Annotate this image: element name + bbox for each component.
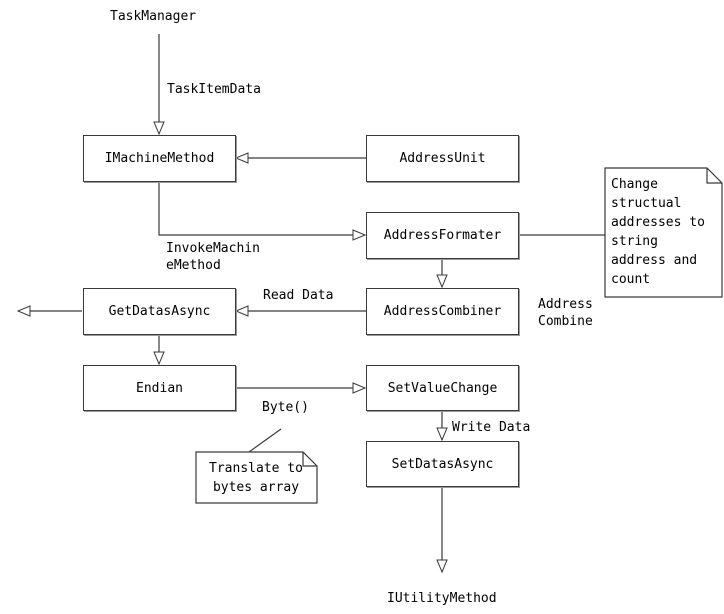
node-imachinemethod[interactable]: IMachineMethod xyxy=(83,135,236,182)
note-address-text: Change structual addresses to string add… xyxy=(611,177,705,287)
node-endian[interactable]: Endian xyxy=(83,365,236,411)
edge-imachinemethod-to-addressformater xyxy=(158,182,365,235)
edge-label-taskitemdata: TaskItemData xyxy=(167,82,261,97)
edge-label-invokemachinemethod: InvokeMachin eMethod xyxy=(166,241,260,273)
edge-label-byte: Byte() xyxy=(262,400,309,415)
endpoint-iutilitymethod-label: IUtilityMethod xyxy=(387,591,497,606)
node-setvaluechange[interactable]: SetValueChange xyxy=(366,365,519,411)
node-endian-label: Endian xyxy=(136,380,183,396)
note-bytes-leader-line xyxy=(248,428,282,453)
endpoint-taskmanager-label: TaskManager xyxy=(110,9,197,24)
node-getdatasasync-label: GetDatasAsync xyxy=(108,304,211,319)
node-addressformater[interactable]: AddressFormater xyxy=(366,212,519,259)
edge-label-readdata: Read Data xyxy=(263,288,334,303)
edge-label-addresscombine: Address Combine xyxy=(538,297,593,329)
node-imachinemethod-label: IMachineMethod xyxy=(104,151,215,166)
node-addresscombiner-label: AddressCombiner xyxy=(383,304,502,319)
edge-label-writedata: Write Data xyxy=(452,420,531,435)
node-addressunit-label: AddressUnit xyxy=(399,151,486,166)
node-getdatasasync[interactable]: GetDatasAsync xyxy=(83,288,236,335)
node-setdatasasync[interactable]: SetDatasAsync xyxy=(366,441,519,487)
node-addressformater-label: AddressFormater xyxy=(383,228,502,243)
node-addressunit[interactable]: AddressUnit xyxy=(366,135,519,182)
note-bytes-shape xyxy=(195,451,318,504)
node-addresscombiner[interactable]: AddressCombiner xyxy=(366,288,519,335)
note-bytes-text: Translate to bytes array xyxy=(209,461,303,495)
note-address-shape xyxy=(604,167,723,298)
node-setdatasasync-label: SetDatasAsync xyxy=(391,456,494,472)
node-setvaluechange-label: SetValueChange xyxy=(387,380,498,396)
